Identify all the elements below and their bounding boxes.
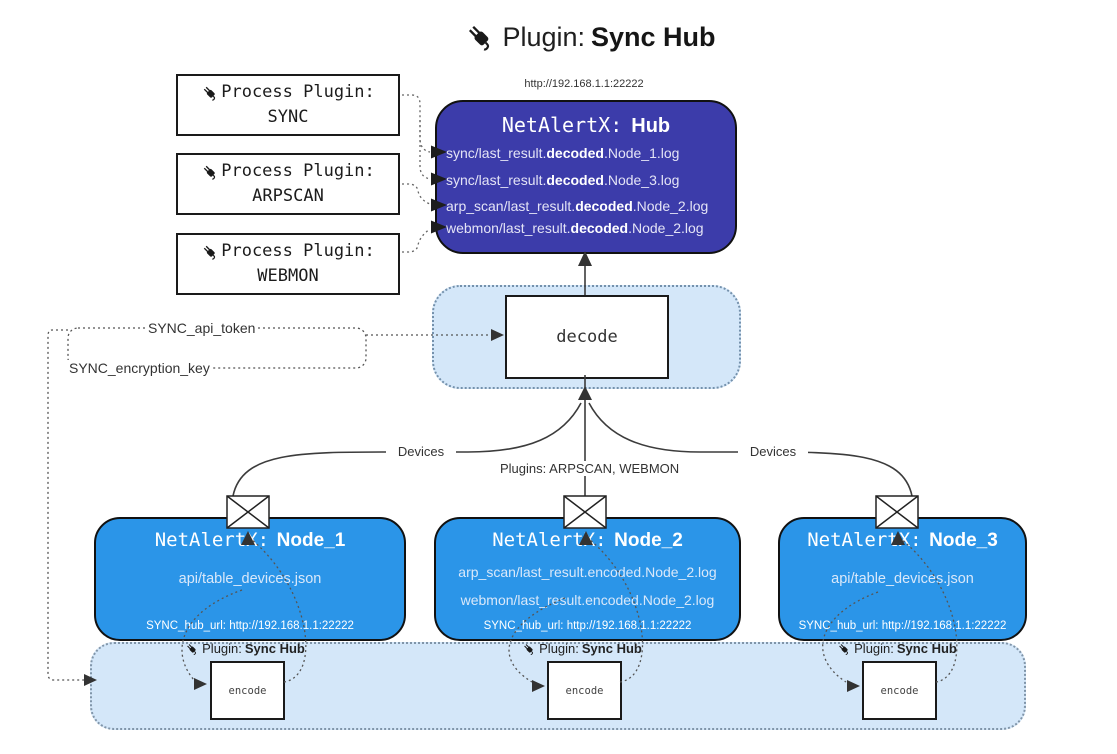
hub-box: NetAlertX:Hub sync/last_result.decoded.N… <box>435 100 737 254</box>
plug-icon <box>839 643 849 655</box>
node-hub-url: SYNC_hub_url: http://192.168.1.1:22222 <box>483 620 692 632</box>
hub-log-line: arp_scan/last_result.decoded.Node_2.log <box>446 198 732 214</box>
node-title-prefix: NetAlertX: <box>154 529 270 551</box>
encode-box: encode <box>210 661 285 720</box>
node-file: webmon/last_result.encoded.Node_2.log <box>460 592 715 608</box>
plug-icon <box>524 643 534 655</box>
decode-box: decode <box>505 295 669 379</box>
node-hub-url: SYNC_hub_url: http://192.168.1.1:22222 <box>146 620 354 632</box>
title-name: Sync Hub <box>591 21 716 52</box>
log-post: .Node_2.log <box>632 198 709 214</box>
plug-icon <box>204 86 216 101</box>
process-plugin-box-webmon: Process Plugin: WEBMON <box>176 233 400 295</box>
plug-icon <box>469 25 490 51</box>
edge-label-devices-left: Devices <box>386 444 456 459</box>
node-title-prefix: NetAlertX: <box>492 529 607 551</box>
encode-plugin-label: Plugin: Sync Hub <box>507 641 657 656</box>
node-box-node3: NetAlertX:Node_3 api/table_devices.json … <box>778 517 1027 641</box>
process-plugin-label: Process Plugin: <box>221 241 375 262</box>
node-title-prefix: NetAlertX: <box>807 529 922 551</box>
log-pre: sync/last_result. <box>446 145 547 161</box>
hub-title-name: Hub <box>631 115 671 137</box>
edge-label-devices-right: Devices <box>738 444 808 459</box>
config-sync-encryption-key: SYNC_encryption_key <box>66 360 213 376</box>
node-title-name: Node_1 <box>276 530 346 551</box>
encode-plugin-label-text: Plugin: <box>539 641 579 656</box>
process-plugin-name: ARPSCAN <box>252 186 324 206</box>
hub-url: http://192.168.1.1:22222 <box>524 78 644 90</box>
process-plugin-name: SYNC <box>267 107 309 127</box>
log-pre: arp_scan/last_result. <box>446 198 576 214</box>
plug-icon <box>204 165 216 180</box>
log-post: .Node_1.log <box>603 145 680 161</box>
process-plugin-label-row: Process Plugin: <box>201 80 375 105</box>
node-file: api/table_devices.json <box>178 571 322 587</box>
plugin-to-hub-connectors <box>397 94 431 253</box>
node-box-node2: NetAlertX: Node_2 arp_scan/last_result.en… <box>434 517 741 641</box>
node-file: arp_scan/last_result.encoded.Node_2.log <box>458 564 717 580</box>
process-plugin-box-arpscan: Process Plugin: ARPSCAN <box>176 153 400 215</box>
node-title: NetAlertX: Node_1 <box>96 529 404 552</box>
process-plugin-label: Process Plugin: <box>221 161 375 182</box>
node-hub-url: SYNC_hub_url: http://192.168.1.1:22222 <box>798 620 1007 632</box>
node-title-name: Node_2 <box>614 530 683 551</box>
log-post: .Node_2.log <box>628 220 704 236</box>
log-bold: decoded <box>546 145 604 161</box>
process-plugin-box-sync: Process Plugin: SYNC <box>176 74 400 136</box>
log-bold: decoded <box>546 172 604 188</box>
encode-box: encode <box>862 661 937 720</box>
title-label: Plugin: <box>502 21 586 52</box>
page-title: Plugin: Sync Hub <box>420 14 760 60</box>
process-plugin-label-row: Process Plugin: <box>201 159 375 184</box>
encode-plugin-label: Plugin: Sync Hub <box>170 641 320 656</box>
node-title: NetAlertX: Node_3 <box>780 529 1025 552</box>
encode-plugin-name: Sync Hub <box>244 641 305 656</box>
hub-log-line: sync/last_result.decoded.Node_3.log <box>446 172 732 188</box>
node-box-node1: NetAlertX:Node_1 api/table_devices.json … <box>94 517 406 641</box>
edge-label-plugins: Plugins: ARPSCAN, WEBMON <box>497 461 681 476</box>
log-bold: decoded <box>570 220 629 236</box>
log-post: .Node_3.log <box>603 172 680 188</box>
node-title: NetAlertX: Node_2 <box>436 529 739 552</box>
process-plugin-name: WEBMON <box>257 266 319 286</box>
process-plugin-label-row: Process Plugin: <box>201 239 375 264</box>
hub-log-line: webmon/last_result.decoded.Node_2.log <box>446 220 732 236</box>
encode-plugin-name: Sync Hub <box>896 641 957 656</box>
plug-icon <box>187 643 197 655</box>
encode-plugin-name: Sync Hub <box>581 641 642 656</box>
process-plugin-label: Process Plugin: <box>221 82 375 103</box>
config-sync-api-token: SYNC_api_token <box>145 320 259 336</box>
log-bold: decoded <box>575 198 633 214</box>
log-pre: sync/last_result. <box>446 172 547 188</box>
node-title-name: Node_3 <box>929 530 998 551</box>
encode-plugin-label: Plugin: Sync Hub <box>822 641 972 656</box>
log-pre: webmon/last_result. <box>446 220 571 236</box>
node-file: api/table_devices.json <box>831 571 974 587</box>
encode-plugin-label-text: Plugin: <box>854 641 894 656</box>
encode-box: encode <box>547 661 622 720</box>
hub-log-line: sync/last_result.decoded.Node_1.log <box>446 145 732 161</box>
hub-title: NetAlertX: Hub <box>437 113 735 138</box>
plug-icon <box>204 245 216 260</box>
hub-title-prefix: NetAlertX: <box>501 113 623 137</box>
encode-plugin-label-text: Plugin: <box>202 641 242 656</box>
